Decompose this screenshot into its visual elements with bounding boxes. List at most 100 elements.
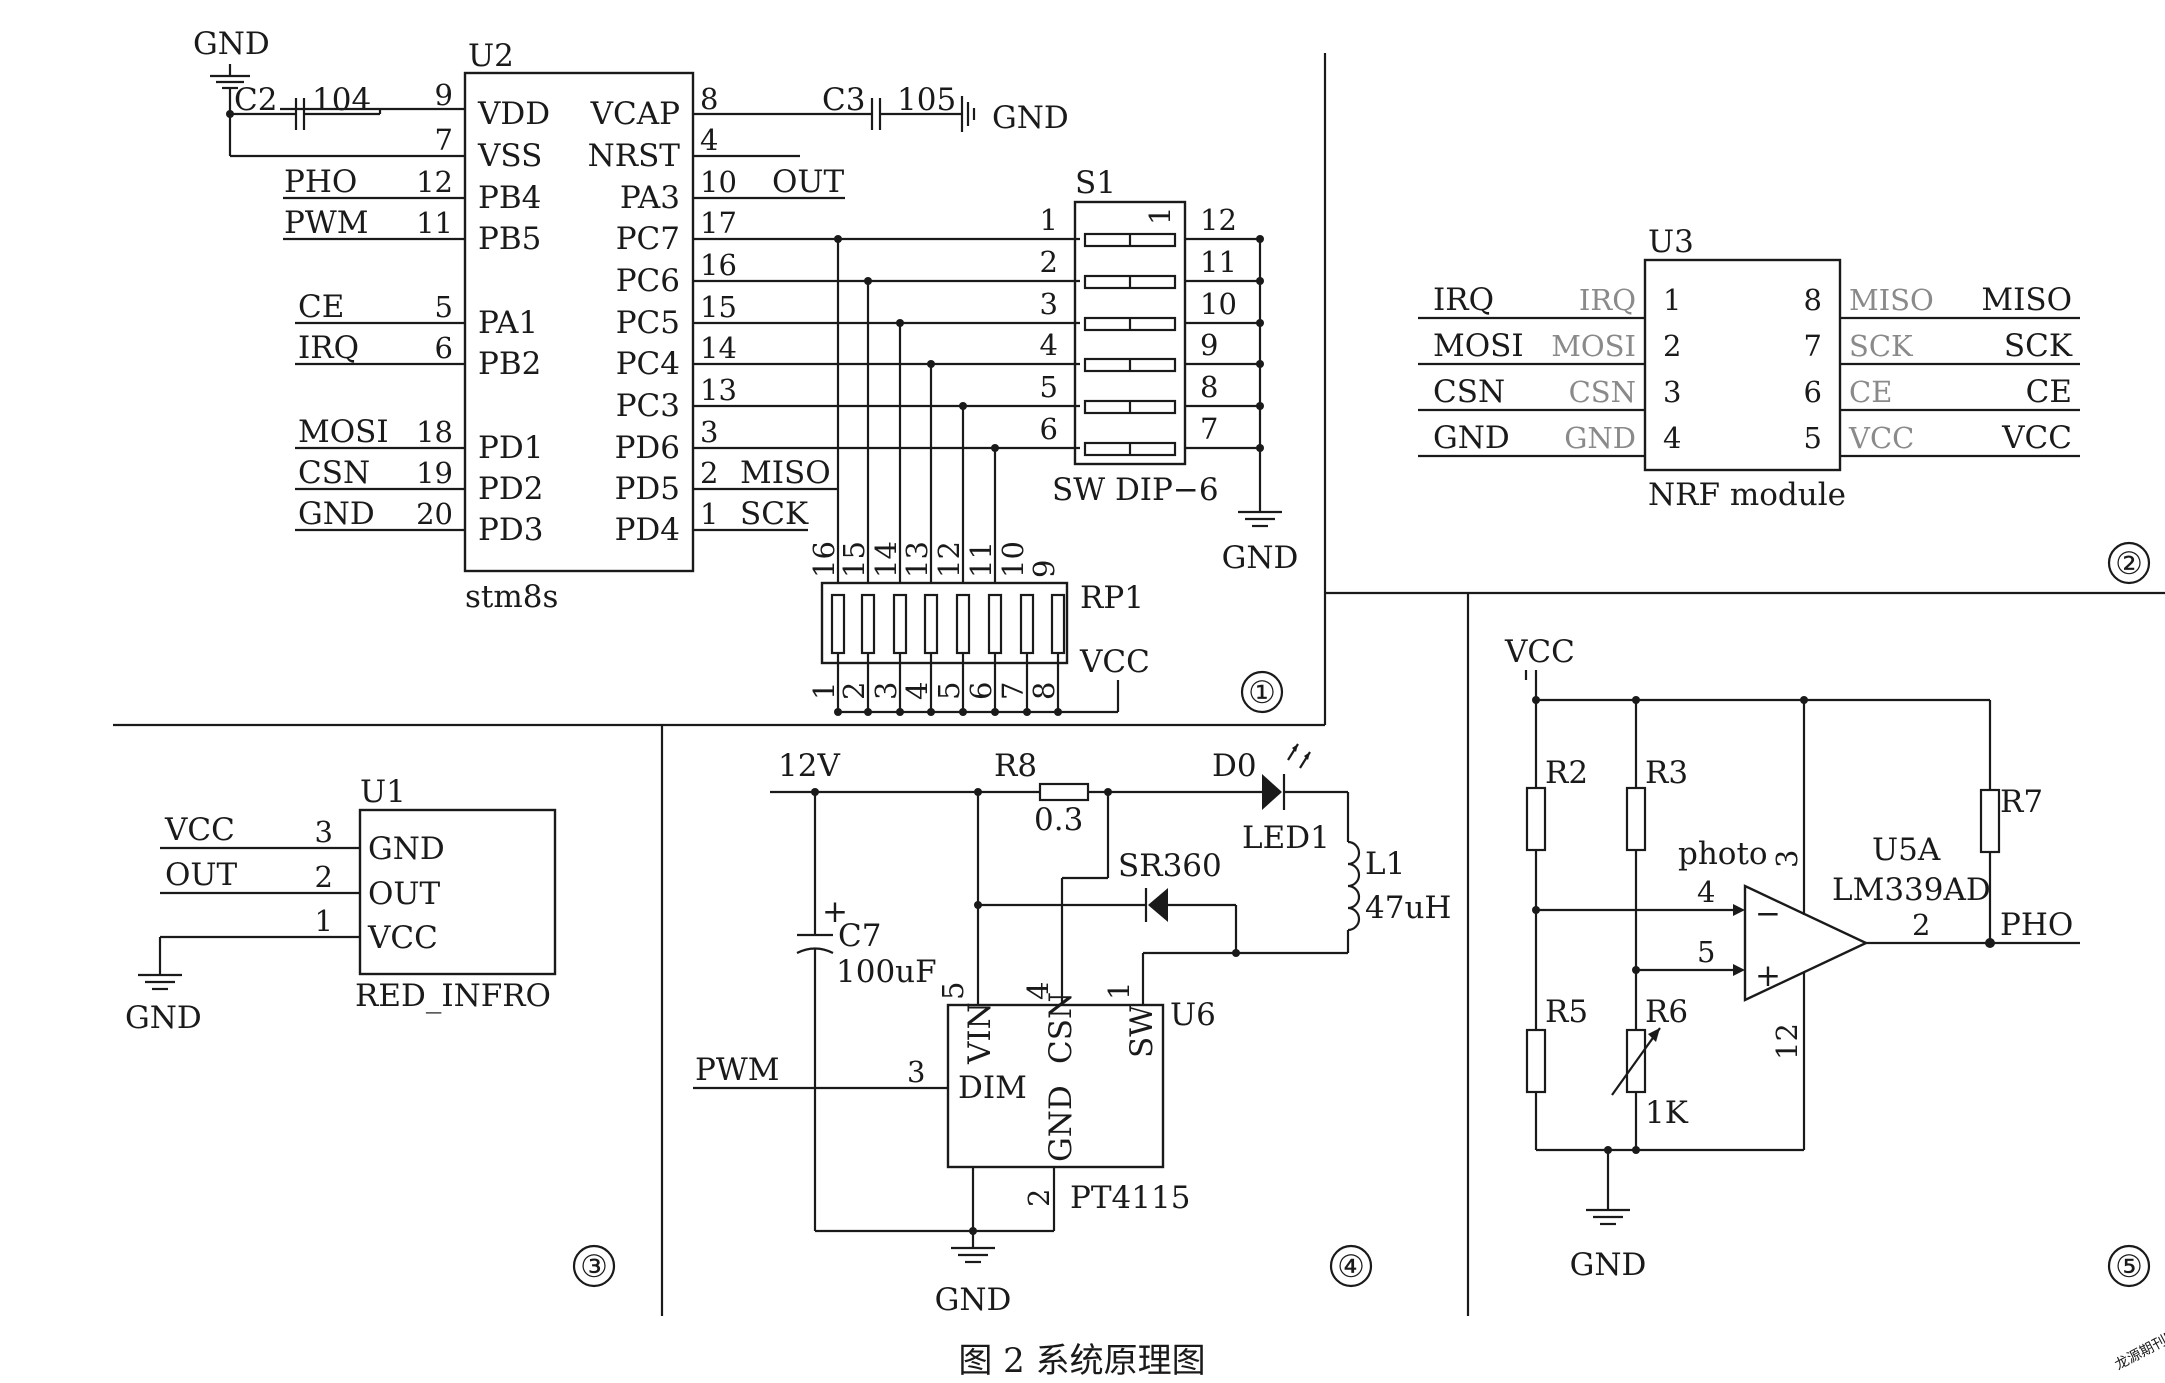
svg-text:PC6: PC6	[616, 263, 680, 299]
svg-text:5: 5	[435, 290, 453, 324]
svg-text:PD5: PD5	[615, 471, 680, 507]
panel-number-2: ②	[2107, 541, 2151, 585]
svg-text:PC5: PC5	[616, 305, 680, 341]
led-d0-icon	[1262, 774, 1282, 810]
svg-text:CSN: CSN	[1433, 374, 1505, 410]
svg-text:11: 11	[1200, 245, 1237, 279]
diode-ref: SR360	[1118, 848, 1222, 884]
svg-text:PB5: PB5	[478, 221, 541, 257]
svg-text:NRST: NRST	[588, 138, 681, 174]
net-pho: PHO	[284, 164, 357, 200]
svg-text:①: ①	[1248, 675, 1276, 711]
svg-text:9: 9	[1027, 560, 1061, 578]
svg-text:2: 2	[1040, 245, 1058, 279]
net-csn: CSN	[298, 455, 370, 491]
comp-ref: U5A	[1872, 832, 1941, 868]
svg-text:4: 4	[900, 682, 934, 700]
svg-text:16: 16	[807, 541, 841, 578]
svg-text:CSN: CSN	[1569, 375, 1636, 409]
svg-text:PD3: PD3	[478, 512, 543, 548]
svg-text:PB2: PB2	[478, 346, 541, 382]
dip-switch-s1: S1 SW DIP−6 1 1 2 3 4 5 6 12 11 10 9 8 7	[1040, 165, 1299, 576]
figure-caption: 图 2 系统原理图	[958, 1341, 1205, 1381]
svg-text:VCC: VCC	[164, 812, 235, 848]
ir-ref: U1	[360, 774, 406, 810]
svg-text:GND: GND	[935, 1282, 1012, 1318]
svg-text:VDD: VDD	[477, 96, 550, 132]
svg-text:16: 16	[700, 248, 737, 282]
r7-resistor	[1979, 788, 2001, 854]
supply-12v: 12V	[778, 748, 840, 784]
net-irq: IRQ	[298, 330, 359, 366]
svg-text:7: 7	[435, 123, 453, 157]
svg-text:12: 12	[932, 541, 966, 578]
rpack-connections	[834, 235, 999, 583]
svg-text:7: 7	[1804, 329, 1822, 363]
svg-text:5: 5	[936, 982, 970, 1000]
svg-text:PD6: PD6	[615, 430, 680, 466]
svg-text:3: 3	[869, 682, 903, 700]
nrf-part: NRF module	[1648, 477, 1846, 513]
svg-text:1: 1	[807, 682, 841, 700]
svg-text:1: 1	[1663, 283, 1681, 317]
net-out: OUT	[772, 164, 845, 200]
vcc-label: VCC	[1504, 634, 1575, 670]
svg-text:SW: SW	[1124, 1005, 1160, 1058]
led-driver: 12V R8 0.3 D0 LED1 L1 47uH + C7 100uF	[693, 743, 1451, 1318]
svg-text:GND: GND	[992, 100, 1069, 136]
panel-dividers	[113, 53, 2165, 1316]
c3-value: 105	[897, 82, 956, 118]
svg-text:IRQ: IRQ	[1433, 282, 1494, 318]
r6-value: 1K	[1645, 1095, 1689, 1131]
net-pwm-driver: PWM	[695, 1052, 779, 1088]
r5-resistor	[1525, 1028, 1547, 1094]
svg-text:4: 4	[1040, 328, 1058, 362]
svg-text:2: 2	[315, 860, 333, 894]
mcu-u2: U2 stm8s 9 7 12 11 5 6 18 19 20 VDD VSS …	[230, 38, 1080, 615]
nrf-ref: U3	[1648, 224, 1694, 260]
pho-output-label: PHO	[2000, 907, 2073, 943]
svg-text:GND: GND	[1222, 540, 1299, 576]
driver-ic-part: PT4115	[1070, 1180, 1190, 1216]
svg-text:13: 13	[900, 541, 934, 578]
svg-text:MISO: MISO	[1849, 283, 1934, 317]
led-ref: D0	[1212, 748, 1257, 784]
svg-text:OUT: OUT	[368, 876, 441, 912]
svg-text:3: 3	[700, 415, 718, 449]
svg-text:4: 4	[700, 123, 718, 157]
svg-text:4: 4	[1021, 982, 1055, 1000]
svg-text:10: 10	[700, 165, 737, 199]
svg-text:6: 6	[1804, 375, 1822, 409]
net-miso: MISO	[740, 455, 831, 491]
svg-text:③: ③	[580, 1249, 608, 1285]
svg-text:PB4: PB4	[478, 180, 541, 216]
svg-text:PA3: PA3	[620, 180, 680, 216]
net-mosi: MOSI	[298, 414, 389, 450]
svg-text:4: 4	[1697, 875, 1715, 909]
svg-text:GND: GND	[1043, 1085, 1079, 1162]
svg-text:PC3: PC3	[616, 388, 680, 424]
svg-text:9: 9	[1200, 328, 1218, 362]
net-gnd: GND	[298, 496, 375, 532]
svg-text:PD1: PD1	[478, 430, 543, 466]
svg-text:9: 9	[435, 78, 453, 112]
net-ce: CE	[298, 289, 344, 325]
svg-text:11: 11	[964, 541, 998, 578]
svg-text:②: ②	[2115, 546, 2143, 582]
svg-text:14: 14	[869, 541, 903, 578]
svg-text:+: +	[822, 894, 848, 930]
svg-text:CSN: CSN	[1043, 992, 1079, 1064]
svg-text:OUT: OUT	[165, 857, 238, 893]
r8-ref: R8	[994, 748, 1037, 784]
pt4115-body	[946, 1003, 1165, 1169]
panel-number-3: ③	[572, 1244, 616, 1288]
svg-text:8: 8	[1027, 682, 1061, 700]
nrf-module-u3: U3 NRF module IRQ MOSI CSN GND IRQ MOSI …	[1418, 224, 2080, 513]
svg-text:GND: GND	[193, 26, 270, 62]
svg-text:14: 14	[700, 331, 737, 365]
svg-text:12: 12	[1770, 1023, 1804, 1060]
svg-text:VCC: VCC	[1848, 421, 1914, 455]
svg-text:10: 10	[996, 541, 1030, 578]
dip-part: SW DIP−6	[1052, 472, 1219, 508]
dip-ref: S1	[1075, 165, 1116, 201]
